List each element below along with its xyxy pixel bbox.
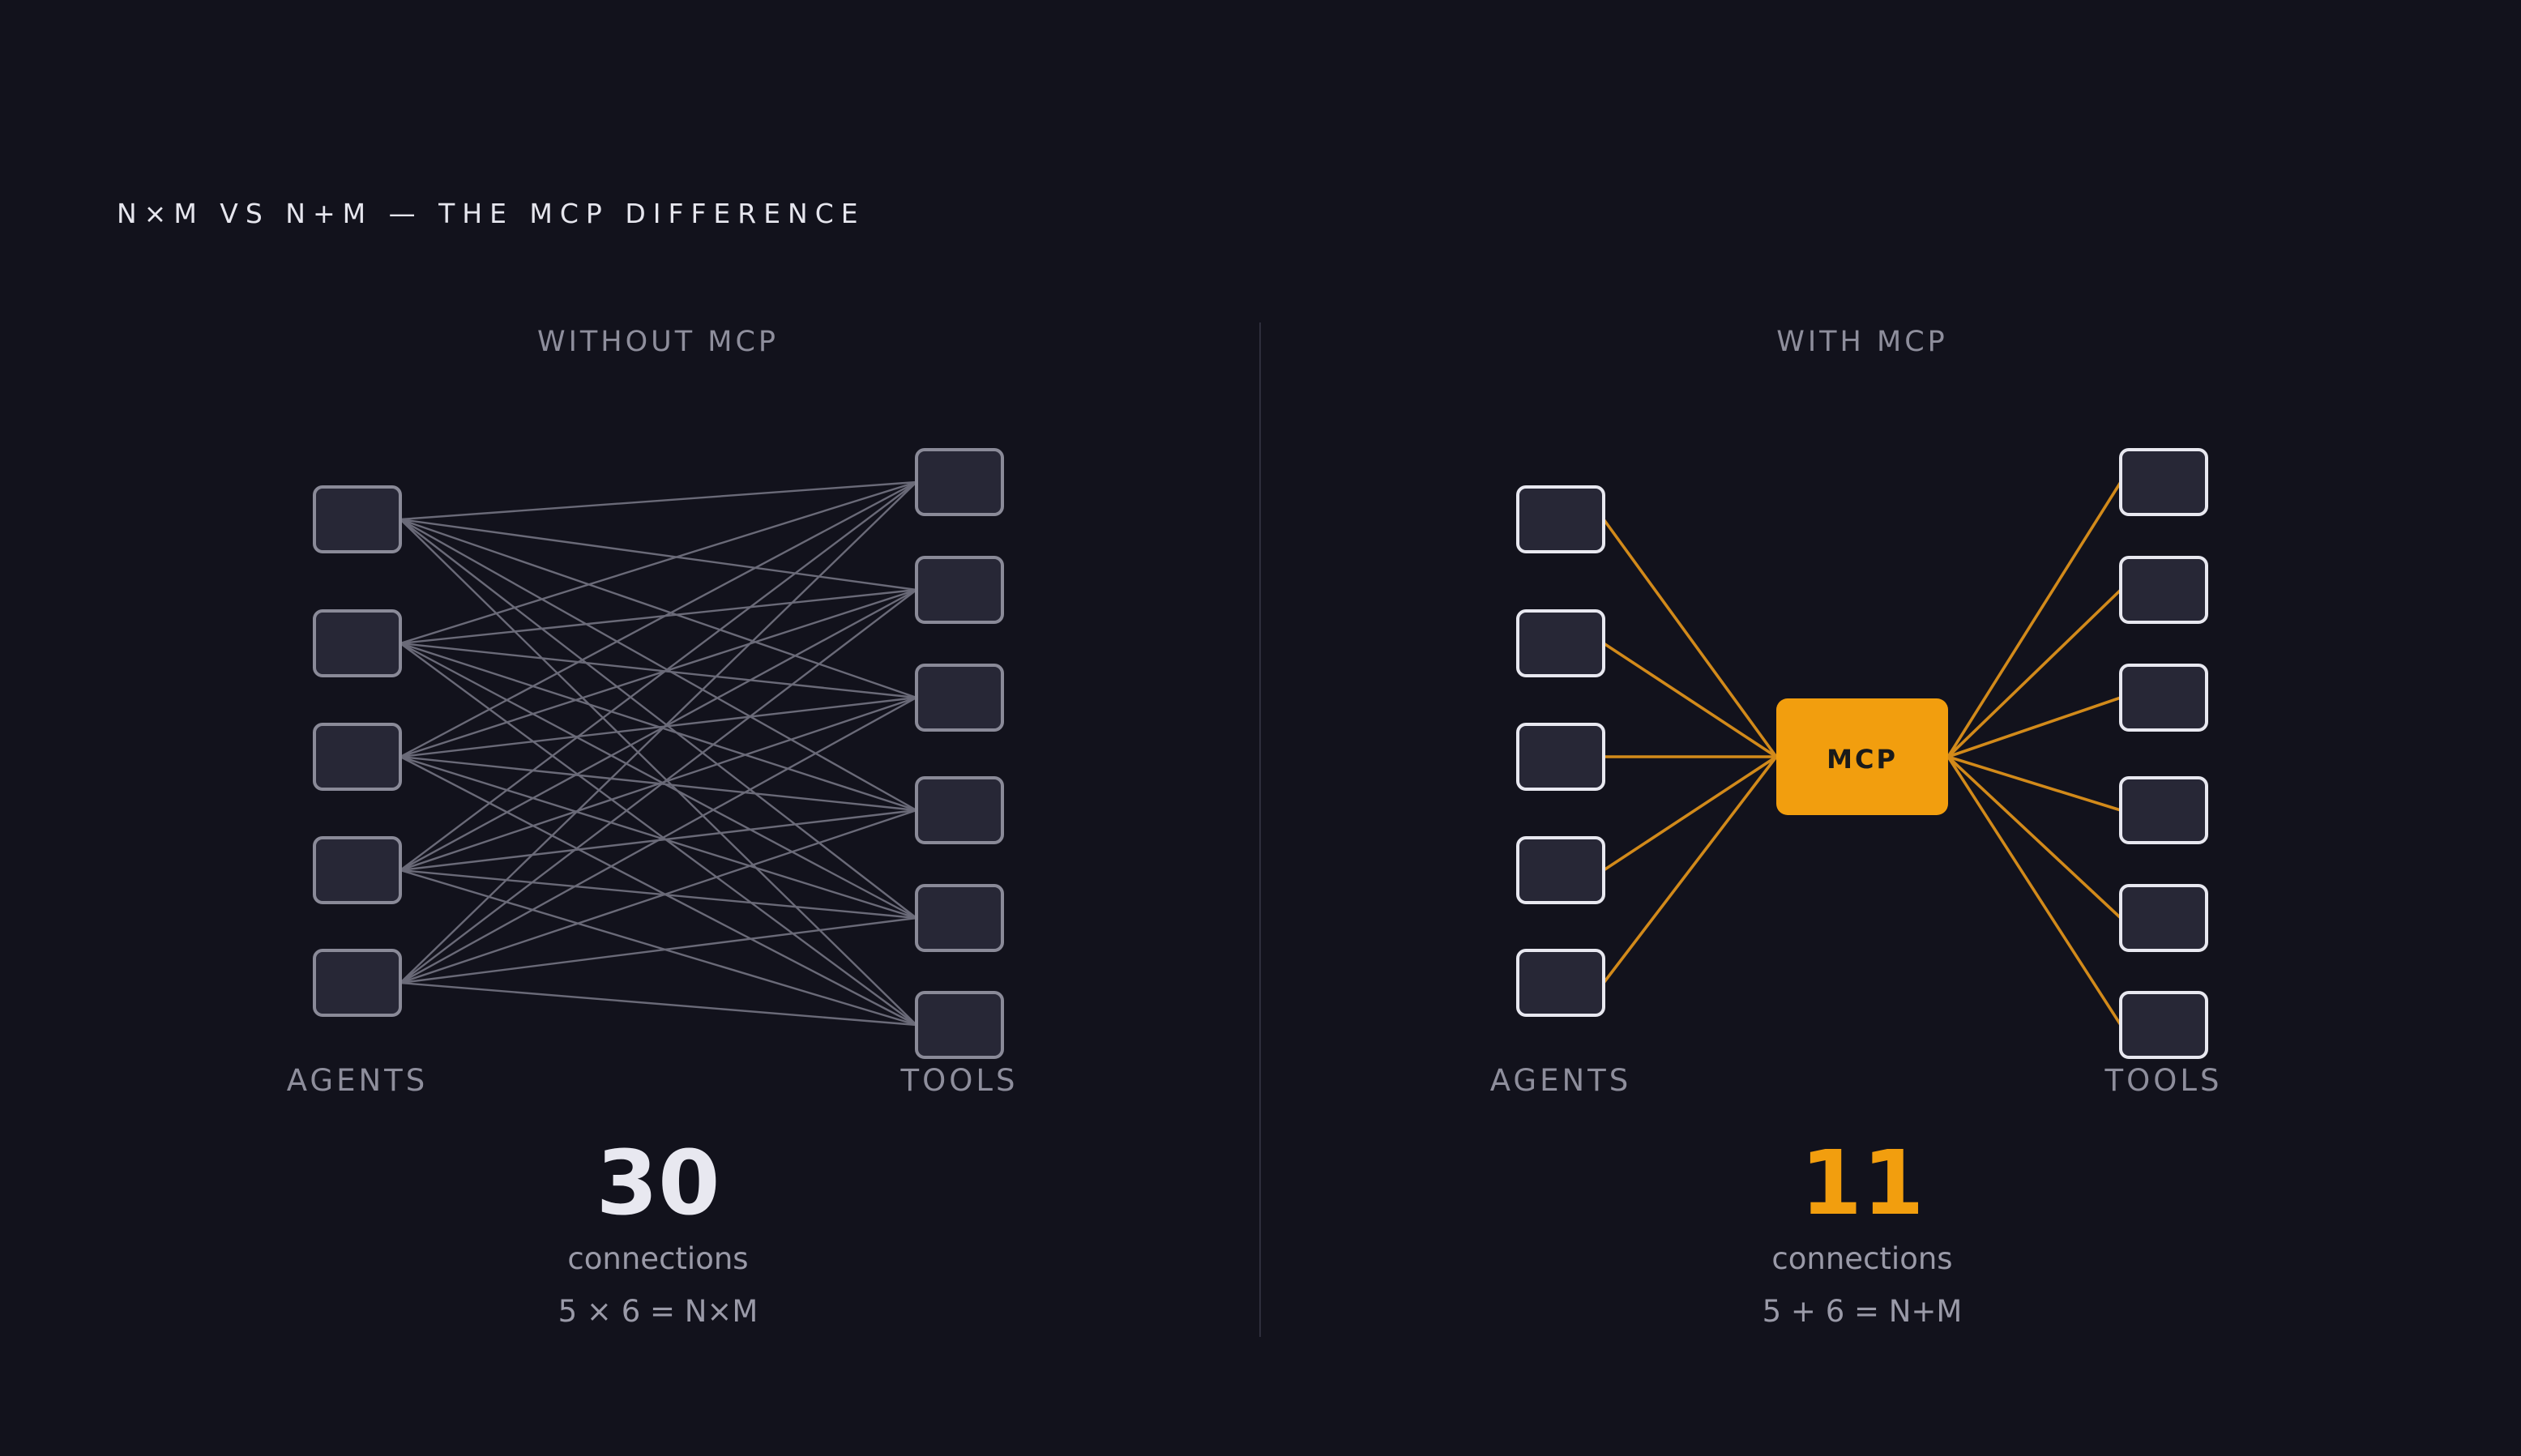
mesh-connection-line bbox=[400, 981, 917, 1027]
mesh-connection-line bbox=[400, 869, 917, 1027]
mesh-connection-line bbox=[400, 809, 917, 984]
agent-node bbox=[1516, 949, 1605, 1017]
without-mcp-tools-label: TOOLS bbox=[900, 1063, 1019, 1098]
agent-node bbox=[1516, 836, 1605, 904]
mesh-connection-line bbox=[400, 916, 917, 984]
mesh-connection-line bbox=[400, 696, 917, 872]
mesh-connection-line bbox=[400, 642, 917, 699]
hub-tool-line bbox=[1946, 481, 2122, 758]
hub-tool-line bbox=[1947, 755, 2121, 812]
mesh-connection-line bbox=[400, 518, 917, 699]
without-mcp-agents bbox=[313, 485, 402, 1017]
mesh-connection-line bbox=[400, 696, 917, 984]
without-mcp-agents-label: AGENTS bbox=[286, 1063, 429, 1098]
mcp-hub-box bbox=[1776, 698, 1948, 815]
hub-tool-line bbox=[1946, 588, 2122, 758]
tool-node bbox=[915, 776, 1004, 844]
agent-node bbox=[313, 836, 402, 904]
with-mcp-heading: WITH MCP bbox=[1776, 326, 1948, 358]
without-mcp-tools bbox=[915, 448, 1004, 1059]
mesh-connection-line bbox=[400, 480, 917, 758]
agent-node bbox=[313, 949, 402, 1017]
mcp-hub: MCP bbox=[1776, 698, 1948, 815]
tool-node bbox=[915, 991, 1004, 1059]
without-mcp-connection-count: 30 bbox=[596, 1131, 720, 1235]
agent-node bbox=[313, 609, 402, 677]
with-mcp-formula: 5 + 6 = N+M bbox=[1762, 1294, 1963, 1329]
tool-node bbox=[915, 664, 1004, 732]
with-mcp-connection-count: 11 bbox=[1800, 1131, 1925, 1235]
without-mcp-count-unit: connections bbox=[567, 1241, 749, 1276]
mesh-connection-line bbox=[400, 869, 917, 920]
hub-tool-line bbox=[1946, 755, 2122, 920]
mesh-connection-line bbox=[400, 589, 917, 984]
mesh-connection-line bbox=[400, 481, 917, 871]
with-mcp-agents-label: AGENTS bbox=[1489, 1063, 1632, 1098]
mesh-connection-line bbox=[400, 755, 917, 1027]
tool-node bbox=[2119, 776, 2208, 844]
agent-hub-line bbox=[1603, 755, 1777, 872]
with-mcp-agents bbox=[1516, 485, 1605, 1017]
mesh-connection-line bbox=[400, 755, 917, 920]
tool-node bbox=[915, 448, 1004, 516]
agent-node bbox=[1516, 723, 1605, 791]
mesh-connections bbox=[400, 480, 917, 1027]
mesh-connection-line bbox=[400, 696, 917, 758]
tool-node bbox=[915, 884, 1004, 952]
mesh-connection-line bbox=[400, 588, 917, 758]
mcp-hub-label: MCP bbox=[1827, 744, 1898, 775]
agent-hub-line bbox=[1602, 755, 1778, 984]
tool-node bbox=[2119, 884, 2208, 952]
agent-node bbox=[1516, 485, 1605, 553]
mesh-connection-line bbox=[400, 518, 917, 812]
mesh-connection-line bbox=[400, 519, 917, 919]
tool-node bbox=[2119, 448, 2208, 516]
mesh-connection-line bbox=[400, 519, 917, 1026]
without-mcp-formula: 5 × 6 = N×M bbox=[558, 1294, 758, 1329]
agent-node bbox=[313, 485, 402, 553]
hub-tool-line bbox=[1947, 696, 2121, 758]
hub-connections bbox=[1602, 481, 2122, 1026]
tool-node bbox=[2119, 556, 2208, 624]
mesh-connection-line bbox=[400, 643, 917, 1026]
tool-node bbox=[2119, 991, 2208, 1059]
agent-node bbox=[1516, 609, 1605, 677]
mesh-connection-line bbox=[400, 518, 917, 591]
mesh-connection-line bbox=[400, 642, 917, 920]
with-mcp-tools-label: TOOLS bbox=[2104, 1063, 2223, 1098]
with-mcp-count-unit: connections bbox=[1771, 1241, 1953, 1276]
page-title: N×M VS N+M — THE MCP DIFFERENCE bbox=[117, 198, 865, 229]
mesh-connection-line bbox=[400, 588, 917, 645]
mesh-connection-line bbox=[400, 480, 917, 645]
hub-tool-line bbox=[1946, 756, 2122, 1026]
tool-node bbox=[915, 556, 1004, 624]
mesh-connection-line bbox=[400, 481, 917, 984]
agent-node bbox=[313, 723, 402, 791]
without-mcp-heading: WITHOUT MCP bbox=[536, 326, 780, 358]
agent-hub-line bbox=[1602, 518, 1778, 758]
tool-node bbox=[2119, 664, 2208, 732]
with-mcp-tools bbox=[2119, 448, 2208, 1059]
agent-hub-line bbox=[1603, 642, 1777, 758]
mesh-connection-line bbox=[400, 588, 917, 872]
mesh-connection-line bbox=[400, 480, 917, 521]
